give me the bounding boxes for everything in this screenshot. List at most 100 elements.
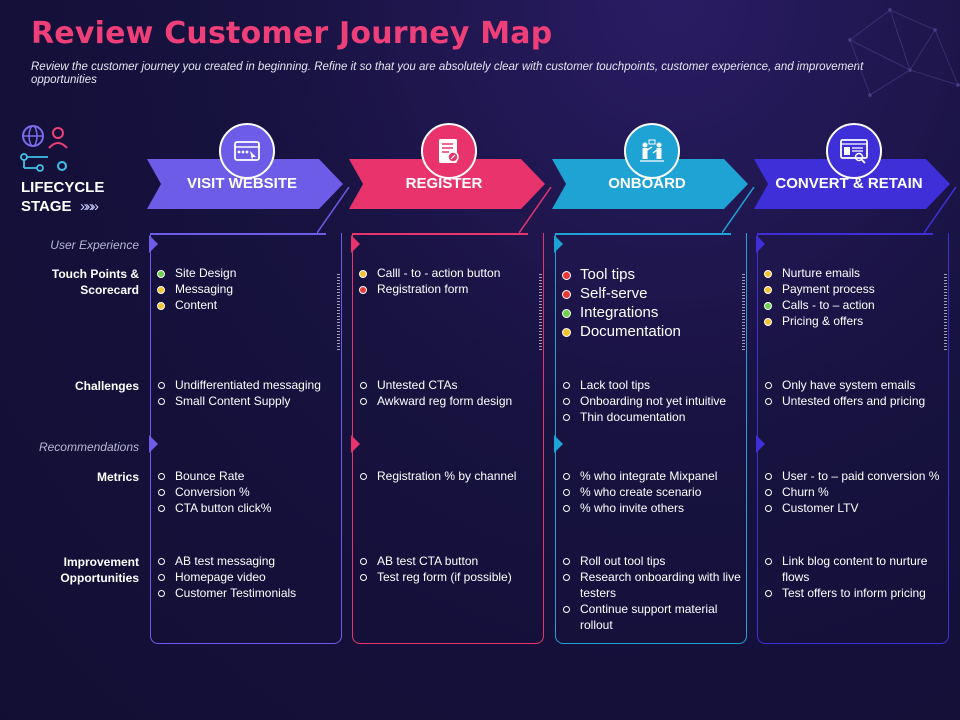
browser-window-icon (219, 123, 275, 179)
metrics-item: CTA button click% (154, 500, 336, 516)
metrics-item: Registration % by channel (356, 468, 538, 484)
challenges-item: Untested CTAs (356, 377, 538, 393)
user-experience-marker-icon (756, 235, 765, 253)
row-label-user-experience: User Experience (50, 238, 139, 252)
improvement-item: Research onboarding with live testers (559, 569, 741, 601)
metrics-item: % who invite others (559, 500, 741, 516)
scorecard-ticks (742, 274, 745, 350)
touch-point-item: Tool tips (559, 265, 741, 284)
status-dot-icon (764, 302, 772, 310)
metrics-list: Registration % by channel (356, 468, 538, 484)
row-label-recommendations: Recommendations (38, 440, 139, 454)
lifecycle-stage-label: LIFECYCLE STAGE (21, 179, 105, 215)
touch-point-text: Documentation (580, 323, 681, 340)
recommendations-marker-icon (756, 435, 765, 453)
page-title: Review Customer Journey Map (31, 16, 553, 51)
metrics-item: % who integrate Mixpanel (559, 468, 741, 484)
status-dot-icon (157, 270, 165, 278)
page-subtitle: Review the customer journey you created … (31, 61, 864, 86)
user-experience-marker-icon (351, 235, 360, 253)
metrics-list: % who integrate Mixpanel% who create sce… (559, 468, 741, 516)
improvement-item: Roll out tool tips (559, 553, 741, 569)
recommendations-marker-icon (149, 435, 158, 453)
touch-point-text: Messaging (175, 282, 234, 296)
improvement-item: Customer Testimonials (154, 585, 336, 601)
scorecard-ticks (944, 274, 947, 350)
stage-arrow-shape (552, 159, 750, 209)
touch-point-text: Calls - to – action (782, 298, 875, 312)
touch-point-text: Nurture emails (782, 266, 861, 280)
touch-point-item: Integrations (559, 303, 741, 322)
touch-point-text: Registration form (377, 282, 469, 296)
touch-point-item: Registration form (356, 281, 538, 297)
scorecard-ticks (539, 274, 542, 350)
touch-point-item: Messaging (154, 281, 336, 297)
recommendations-marker-icon (554, 435, 563, 453)
status-dot-icon (764, 270, 772, 278)
stage-label: ONBOARD (608, 175, 686, 192)
status-dot-icon (562, 309, 571, 318)
stage-connector-line (923, 186, 960, 242)
stage-panel-topline (150, 233, 326, 235)
challenges-item: Small Content Supply (154, 393, 336, 409)
touch-point-text: Tool tips (580, 266, 636, 283)
row-label-metrics: Metrics (96, 470, 139, 484)
status-dot-icon (562, 328, 571, 337)
improvement-item: Link blog content to nurture flows (761, 553, 943, 585)
metrics-item: Bounce Rate (154, 468, 336, 484)
touch-point-item: Documentation (559, 322, 741, 341)
improvement-item: AB test CTA button (356, 553, 538, 569)
improvement-item: Continue support material rollout (559, 601, 741, 633)
stage-arrow-shape (147, 159, 345, 209)
touch-point-text: Content (175, 298, 218, 312)
status-dot-icon (157, 286, 165, 294)
stage-arrow-shape (754, 159, 952, 209)
touch-point-text: Integrations (580, 304, 659, 321)
stage-connector-line (316, 186, 353, 242)
stage-label: CONVERT & RETAIN (775, 175, 923, 192)
stage-label: VISIT WEBSITE (186, 175, 297, 192)
stage-label: REGISTER (405, 175, 483, 192)
network-decoration-icon (847, 7, 960, 98)
stage-panel-topline (757, 233, 933, 235)
touch-point-item: Payment process (761, 281, 943, 297)
scorecard-ticks (337, 274, 340, 350)
document-form-icon (421, 123, 477, 179)
stage-connector-line (518, 186, 555, 242)
metrics-item: User - to – paid conversion % (761, 468, 943, 484)
stage-panel-topline (352, 233, 528, 235)
status-dot-icon (764, 318, 772, 326)
improvement-item: Homepage video (154, 569, 336, 585)
row-label-challenges: Challenges (74, 379, 139, 393)
chevrons-right-icon: »»» (80, 198, 99, 215)
touch-point-item: Self-serve (559, 284, 741, 303)
stage-arrow-shape (349, 159, 547, 209)
touch-point-item: Calll - to - action button (356, 265, 538, 281)
metrics-item: % who create scenario (559, 484, 741, 500)
touch-point-item: Nurture emails (761, 265, 943, 281)
status-dot-icon (359, 270, 367, 278)
row-label-touch-points: Touch Points & Scorecard (51, 267, 139, 297)
status-dot-icon (562, 290, 571, 299)
status-dot-icon (562, 271, 571, 280)
stage-panel-topline (555, 233, 731, 235)
touch-point-item: Calls - to – action (761, 297, 943, 313)
lifecycle-globe-user-icon (20, 125, 68, 172)
improvement-item: AB test messaging (154, 553, 336, 569)
challenges-item: Lack tool tips (559, 377, 741, 393)
status-dot-icon (764, 286, 772, 294)
